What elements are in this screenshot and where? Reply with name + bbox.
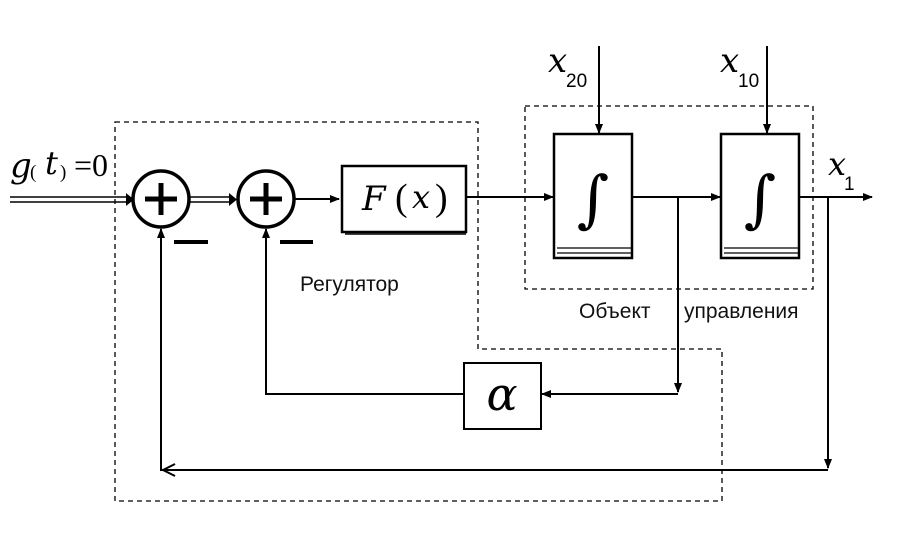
nonlinear-block-paren-open: ( xyxy=(395,177,408,219)
nonlinear-block-f: F xyxy=(361,179,387,219)
input-paren-open: ( xyxy=(30,162,36,183)
integrator-2: ∫ xyxy=(719,132,801,260)
output-label: x 1 xyxy=(828,145,855,195)
summing-junction-2 xyxy=(236,169,296,229)
regulator-label: Регулятор xyxy=(300,273,399,296)
output-var: x xyxy=(828,145,846,183)
input-arrow xyxy=(126,193,134,206)
alpha-symbol: α xyxy=(486,367,517,421)
input-equals-zero: =0 xyxy=(74,147,108,183)
input-t: t xyxy=(45,144,58,182)
ic1-var: x xyxy=(548,41,567,81)
input-g: g xyxy=(10,146,32,186)
nonlinear-block-paren-close: ) xyxy=(435,177,448,219)
integrator2-initial-condition: x 10 xyxy=(720,41,759,92)
integrator2-symbol: ∫ xyxy=(744,162,776,235)
ic2-subscript: 10 xyxy=(738,71,759,92)
summing-junction-1 xyxy=(131,169,191,229)
outer-feedback-arrowhead-left xyxy=(160,463,176,477)
integrator1-symbol: ∫ xyxy=(577,162,609,235)
alpha-to-sum2-feedback xyxy=(262,228,464,395)
input-paren-close: ) xyxy=(60,162,66,183)
sum2-input-arrow xyxy=(229,193,237,206)
ic2-var: x xyxy=(720,41,739,81)
regulator-region-border xyxy=(114,121,723,502)
ic1-subscript: 20 xyxy=(566,71,587,92)
output-subscript: 1 xyxy=(844,174,855,195)
integrator1-initial-condition: x 20 xyxy=(548,41,587,92)
alpha-gain-block: α xyxy=(463,362,542,430)
plant-label-word1: Объект xyxy=(579,300,651,323)
nonlinear-block-x: x xyxy=(412,178,430,216)
nonlinear-block: F ( x ) xyxy=(340,164,468,235)
input-label: g ( t ) =0 xyxy=(10,144,108,186)
plant-label-word2: управления xyxy=(684,300,799,323)
integrator-1: ∫ xyxy=(552,132,634,260)
